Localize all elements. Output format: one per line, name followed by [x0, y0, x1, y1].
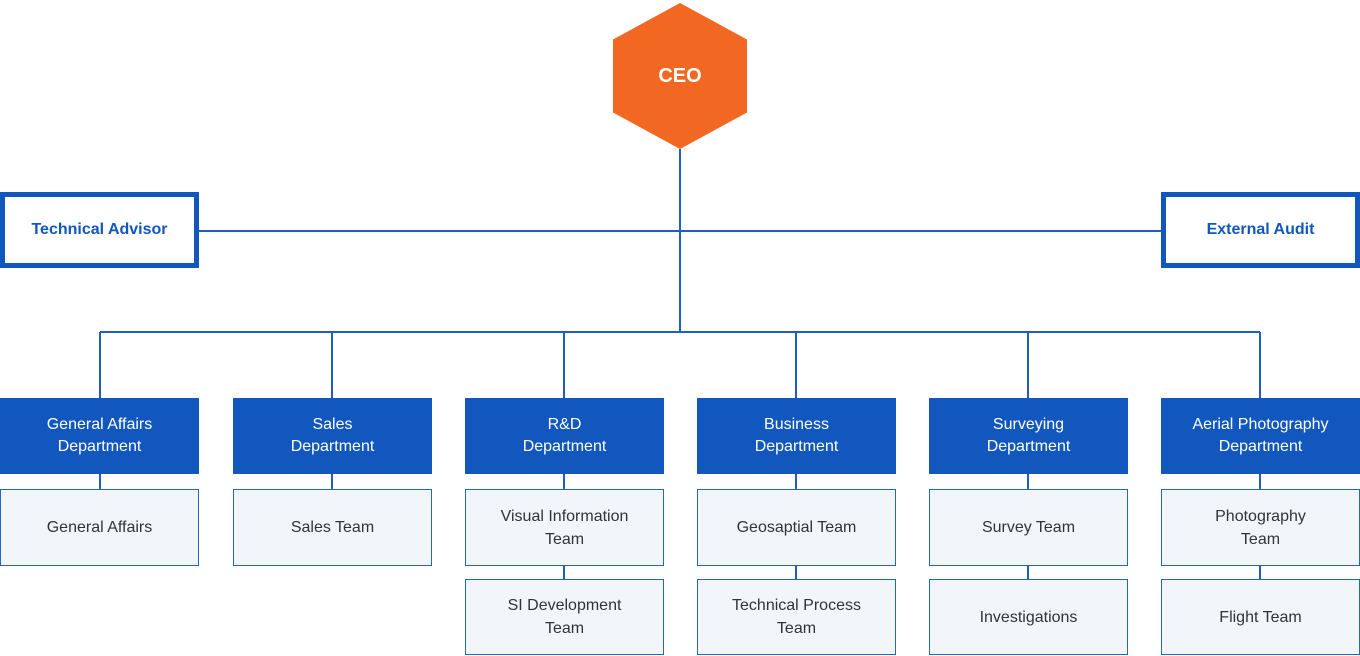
team-geosaptial-node: Geosaptial Team — [697, 489, 896, 566]
team-visual-information-label: Visual Information Team — [500, 507, 629, 548]
dept-business-node: Business Department — [697, 398, 896, 474]
connector-ceo-vertical — [679, 149, 681, 332]
connector-departments-bus — [100, 331, 1260, 333]
connector-bus-to-general-affairs — [99, 332, 101, 398]
team-visual-information-node: Visual Information Team — [465, 489, 664, 566]
team-photography-label: Photography Team — [1215, 507, 1306, 548]
connector-bus-to-rnd — [563, 332, 565, 398]
dept-general-affairs-label: General Affairs Department — [46, 416, 153, 455]
connector-bus-to-aerial-photography — [1259, 332, 1261, 398]
connector-team1-team2-aerial — [1259, 566, 1261, 579]
dept-sales-node: Sales Department — [233, 398, 432, 474]
connector-advisors-horizontal — [199, 230, 1161, 232]
team-si-development-label: SI Development Team — [507, 597, 622, 637]
team-geosaptial-label: Geosaptial Team — [736, 519, 857, 536]
dept-surveying-node: Surveying Department — [929, 398, 1128, 474]
team-survey-label: Survey Team — [981, 519, 1076, 536]
team-photography-node: Photography Team — [1161, 489, 1360, 566]
connector-bus-to-business — [795, 332, 797, 398]
team-si-development-node: SI Development Team — [465, 579, 664, 655]
connector-bus-to-surveying — [1027, 332, 1029, 398]
dept-business-label: Business Department — [754, 416, 839, 455]
connector-team1-team2-surveying — [1027, 566, 1029, 579]
team-investigations-label: Investigations — [979, 608, 1078, 626]
dept-sales-label: Sales Department — [290, 416, 375, 455]
connector-dept-team-business — [795, 474, 797, 489]
connector-dept-team-surveying — [1027, 474, 1029, 489]
dept-surveying-label: Surveying Department — [986, 416, 1071, 455]
team-technical-process-label: Technical Process Team — [732, 597, 861, 637]
dept-aerial-photography-label: Aerial Photography Department — [1192, 416, 1329, 455]
connector-bus-to-sales — [331, 332, 333, 398]
team-investigations-node: Investigations — [929, 579, 1128, 655]
external-audit-node: External Audit — [1161, 192, 1360, 268]
dept-aerial-photography-node: Aerial Photography Department — [1161, 398, 1360, 474]
team-survey-node: Survey Team — [929, 489, 1128, 566]
team-general-affairs-node: General Affairs — [0, 489, 199, 566]
ceo-label: CEO — [658, 64, 702, 87]
technical-advisor-label: Technical Advisor — [31, 221, 168, 238]
connector-team1-team2-business — [795, 566, 797, 579]
connector-dept-team-aerial — [1259, 474, 1261, 489]
team-general-affairs-label: General Affairs — [46, 519, 153, 536]
dept-rnd-node: R&D Department — [465, 398, 664, 474]
connector-team1-team2-rnd — [563, 566, 565, 579]
team-sales-node: Sales Team — [233, 489, 432, 566]
team-flight-label: Flight Team — [1219, 608, 1302, 626]
connector-dept-team-rnd — [563, 474, 565, 489]
connector-dept-team-sales — [331, 474, 333, 489]
team-sales-label: Sales Team — [290, 519, 375, 536]
external-audit-label: External Audit — [1206, 221, 1315, 238]
team-technical-process-node: Technical Process Team — [697, 579, 896, 655]
dept-general-affairs-node: General Affairs Department — [0, 398, 199, 474]
team-flight-node: Flight Team — [1161, 579, 1360, 655]
technical-advisor-node: Technical Advisor — [0, 192, 199, 268]
connector-dept-team-general-affairs — [99, 474, 101, 489]
dept-rnd-label: R&D Department — [522, 416, 607, 455]
ceo-node: CEO — [613, 3, 747, 149]
